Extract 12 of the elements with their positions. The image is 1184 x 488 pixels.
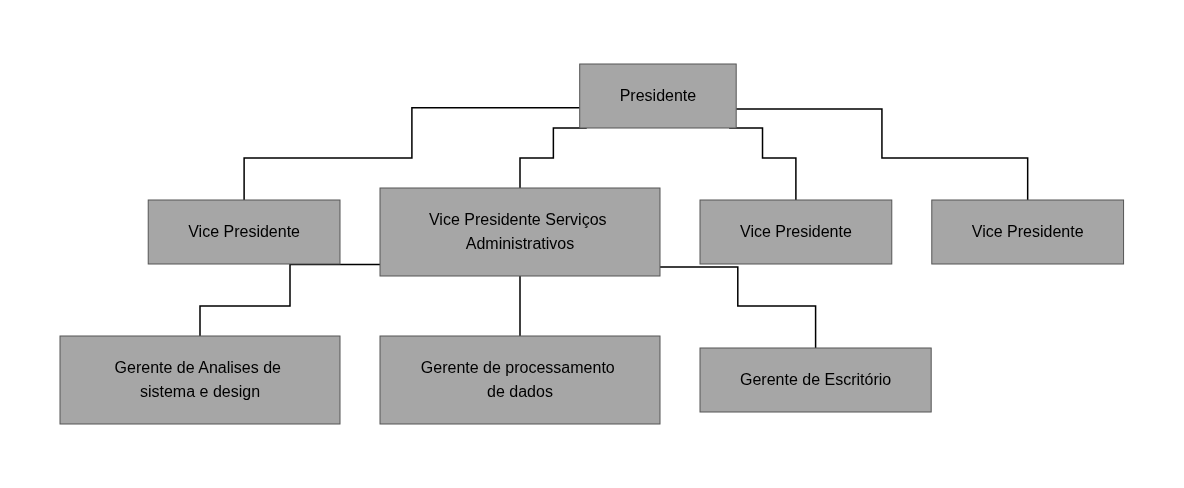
node-box: Gerente de Analises de sistema e design [59, 335, 341, 425]
connector [243, 106, 581, 201]
connector [659, 266, 817, 349]
node-box: Gerente de processamento de dados [379, 335, 661, 425]
node-box: Vice Presidente [931, 199, 1125, 265]
node-box: Vice Presidente Serviços Administrativos [379, 187, 661, 277]
node-box: Gerente de Escritório [699, 347, 932, 413]
node-box: Vice Presidente [699, 199, 893, 265]
connector [735, 108, 1029, 201]
connector [519, 275, 521, 337]
node-box: Presidente [579, 63, 737, 129]
node-box: Vice Presidente [147, 199, 341, 265]
